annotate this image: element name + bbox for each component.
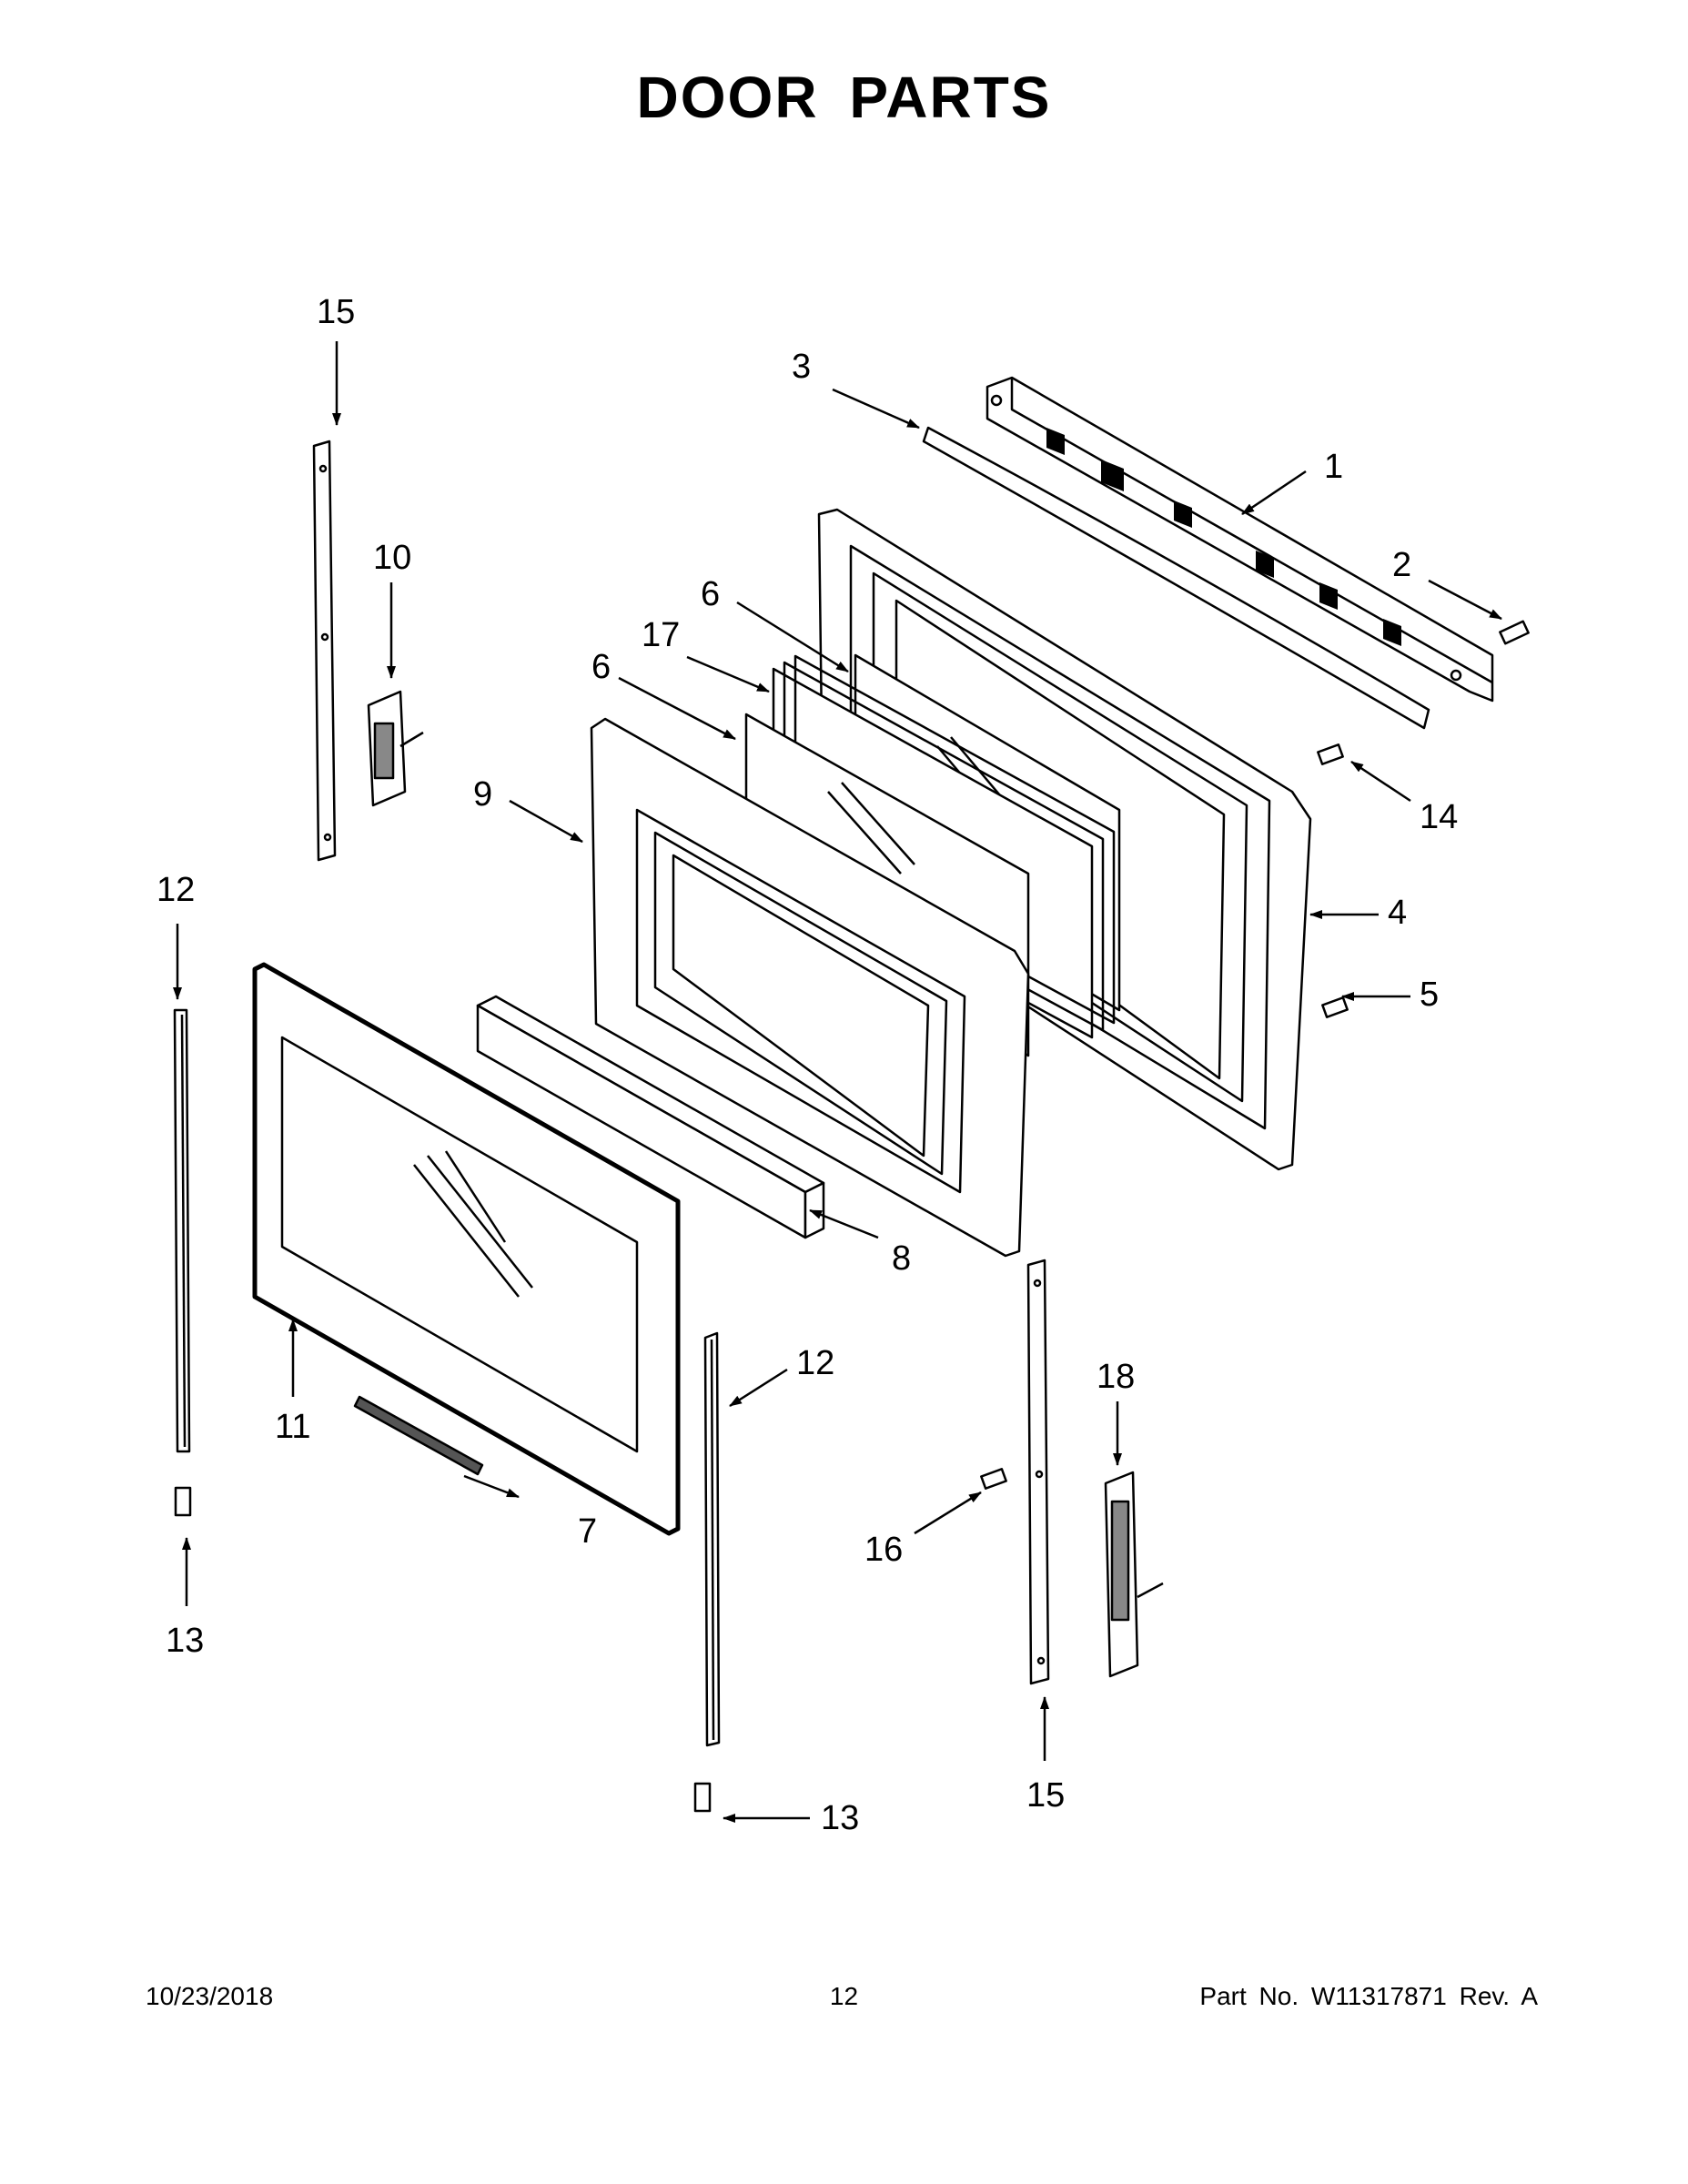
callout-16: 16 [864,1531,903,1569]
part-outer-door-glass [252,962,681,1536]
part-hinge-right [1104,1471,1164,1678]
callout-13-left: 13 [166,1622,204,1660]
callout-6-rear: 6 [701,575,720,613]
part-screw-2 [1499,620,1530,645]
callout-15-top: 15 [317,293,355,331]
part-screw-13-right [693,1782,712,1813]
callout-9: 9 [473,775,492,814]
callout-11: 11 [275,1408,310,1446]
footer-date: 10/23/2018 [146,1982,274,2010]
callout-3: 3 [792,348,811,386]
footer-part-number: Part No. W11317871 Rev. A [1199,1982,1538,2010]
part-logo-badge [353,1395,484,1476]
callout-5: 5 [1420,976,1439,1014]
page-title: DOOR PARTS [636,65,1052,130]
callout-14: 14 [1420,798,1458,836]
part-vent-trim [986,376,1494,703]
part-hinge-receiver-right [1026,1259,1050,1685]
callout-6-front: 6 [591,648,611,686]
part-screw-16 [980,1468,1007,1490]
callout-12-right: 12 [796,1344,834,1382]
part-screw-5 [1321,996,1349,1018]
part-door-handle [922,426,1430,730]
callout-13-right: 13 [821,1799,859,1837]
leader-lines [173,341,1502,1823]
callout-18: 18 [1097,1358,1135,1396]
callout-17: 17 [642,616,680,654]
callout-15-bottom: 15 [1026,1776,1065,1815]
footer-page-number: 12 [829,1982,859,2010]
part-hinge-left [367,690,424,807]
part-screw-13-left [174,1486,192,1517]
callout-1: 1 [1324,448,1343,486]
callout-12-left: 12 [157,871,195,909]
callout-10: 10 [373,539,411,577]
callout-2: 2 [1392,546,1411,584]
callout-7: 7 [578,1512,597,1551]
part-hinge-receiver-left [312,440,337,862]
part-screw-14 [1317,743,1344,765]
callout-8: 8 [892,1239,911,1278]
part-door-liner [590,717,1030,1258]
part-side-trim-left [173,1008,191,1453]
part-side-trim-right [703,1331,721,1747]
callout-4: 4 [1388,894,1407,932]
